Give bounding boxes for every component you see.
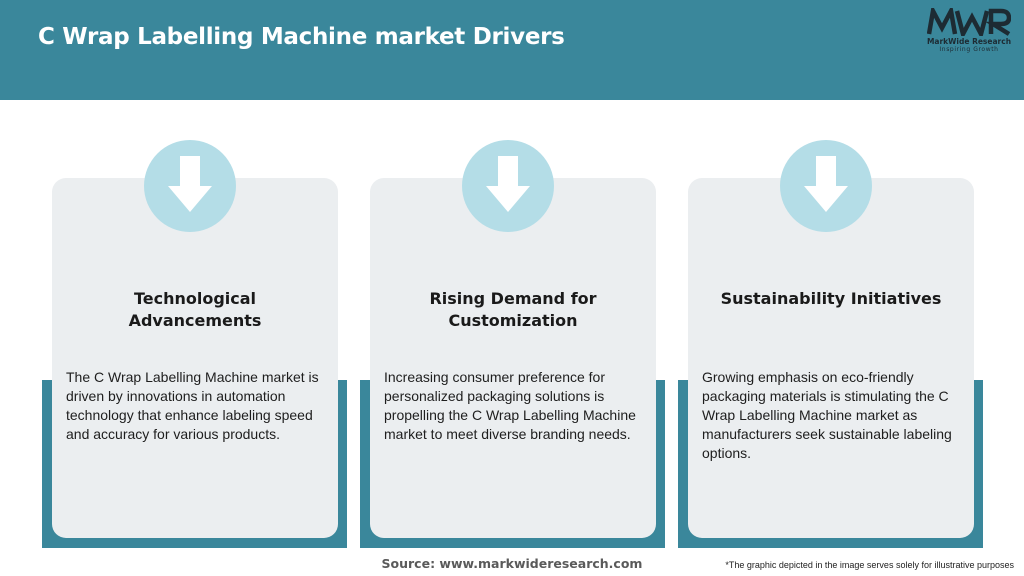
driver-card-sustainability: Sustainability Initiatives Growing empha… [678,140,983,550]
card-panel: Sustainability Initiatives Growing empha… [688,178,974,538]
card-title: Sustainability Initiatives [720,289,942,308]
driver-card-customization: Rising Demand for Customization Increasi… [360,140,665,550]
logo-name: MarkWide Research [926,37,1012,46]
icon-circle [462,140,554,232]
driver-card-technological: Technological Advancements The C Wrap La… [42,140,347,550]
markwide-logo: MarkWide Research Inspiring Growth [924,8,1014,58]
source-credit: Source: www.markwideresearch.com [381,556,643,571]
card-description: Growing emphasis on eco-friendly packagi… [702,369,952,461]
page-title: C Wrap Labelling Machine market Drivers [38,24,565,50]
logo-tagline: Inspiring Growth [939,46,999,53]
icon-circle [780,140,872,232]
card-description: Increasing consumer preference for perso… [384,369,636,442]
card-title: Technological Advancements [128,289,262,330]
icon-circle [144,140,236,232]
disclaimer-note: *The graphic depicted in the image serve… [725,560,1014,570]
card-panel: Rising Demand for Customization Increasi… [370,178,656,538]
down-arrow-icon [804,156,848,212]
card-panel: Technological Advancements The C Wrap La… [52,178,338,538]
card-description: The C Wrap Labelling Machine market is d… [66,369,319,442]
header-banner: C Wrap Labelling Machine market Drivers … [0,0,1024,100]
down-arrow-icon [486,156,530,212]
card-title: Rising Demand for Customization [429,289,597,330]
mwr-logo-icon [927,8,1011,36]
down-arrow-icon [168,156,212,212]
